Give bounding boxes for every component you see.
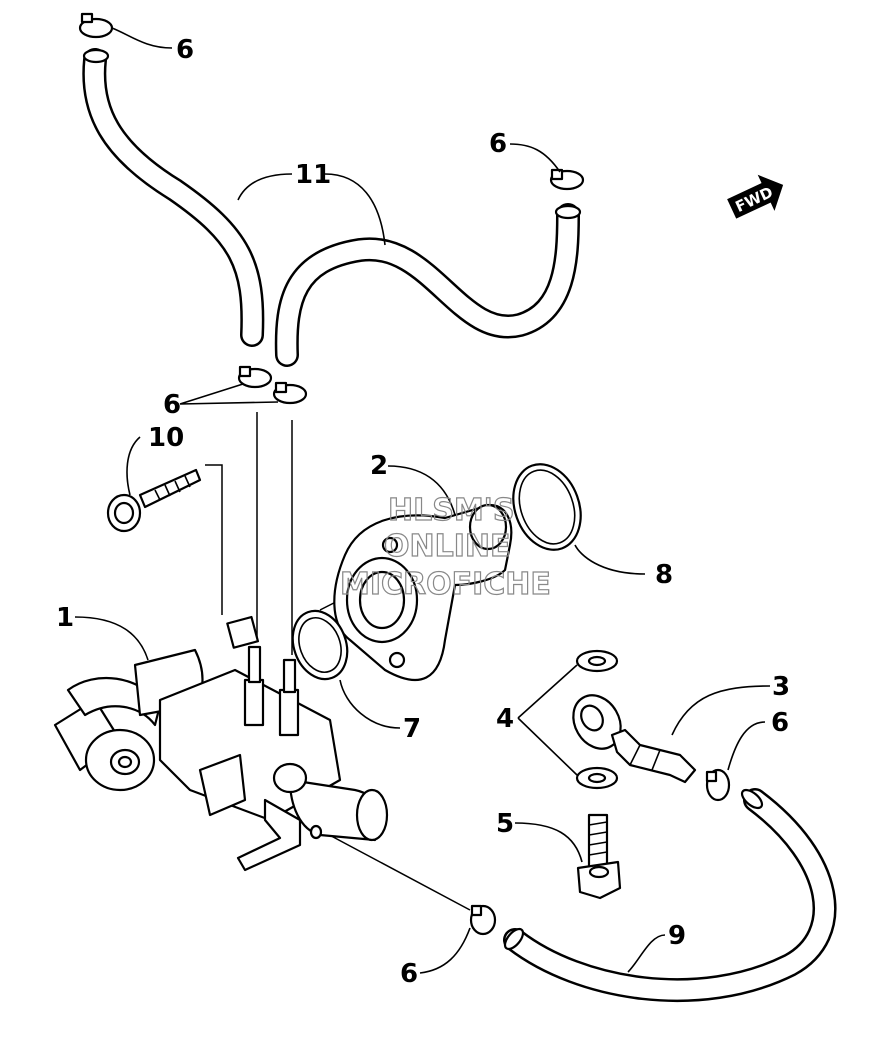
oil-pump-1 [53,615,389,872]
o-ring-8 [512,463,582,551]
clamp-upper-right [549,168,585,191]
hose-9 [503,788,837,1003]
banjo-bolt-5 [576,813,622,900]
callout-6-middle: 6 [163,390,181,420]
callout-9: 9 [668,921,686,951]
washer-4-lower [575,766,619,790]
o-ring-7 [291,609,349,681]
watermark-line-2: ONLINE [384,529,511,564]
clamp-top [78,12,114,39]
watermark-line-3: MICROFICHE [340,567,551,602]
adapter-2 [333,503,513,682]
callout-6-upper-right: 6 [489,129,507,159]
callout-1: 1 [56,603,74,633]
callout-6-top: 6 [176,35,194,65]
hose-11 [82,48,582,367]
watermark-line-1: HLSM'S [388,493,514,528]
callout-6-bottom: 6 [400,959,418,989]
watermark: HLSM'S ONLINE MICROFICHE [339,492,551,602]
leader-lines [74,27,771,974]
callouts: 6 6 11 6 10 2 8 1 3 4 7 6 5 9 6 [56,35,790,989]
callout-8: 8 [655,560,673,590]
callout-4: 4 [496,704,514,734]
banjo-fitting-3 [572,694,697,784]
washer-4-upper [575,649,619,673]
callout-6-right: 6 [771,708,789,738]
clamp-right [705,768,731,802]
callout-11: 11 [295,160,331,190]
fwd-arrow: FWD [727,174,784,219]
callout-2: 2 [370,451,388,481]
callout-7: 7 [403,714,421,744]
bolt-10 [106,468,202,533]
clamp-middle-right [272,381,308,405]
callout-5: 5 [496,809,514,839]
callout-3: 3 [772,672,790,702]
callout-10: 10 [148,423,184,453]
clamp-middle-left [237,365,273,389]
clamp-bottom [469,904,497,936]
